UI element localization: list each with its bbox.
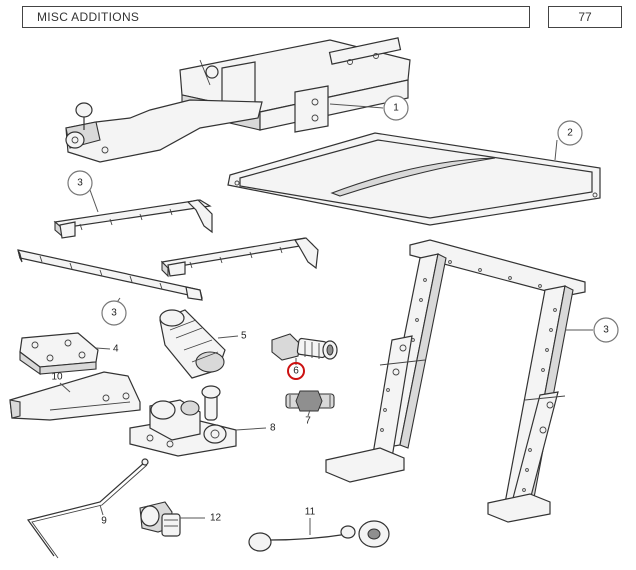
callout-3-lower: 3: [101, 300, 127, 326]
part-angle-bracket: [9, 371, 141, 421]
svg-text:8: 8: [270, 423, 276, 434]
svg-text:7: 7: [305, 416, 311, 427]
svg-text:5: 5: [241, 331, 247, 342]
callout-9: 9: [101, 516, 107, 527]
part-hitch-receiver: [65, 37, 411, 163]
callout-2: 2: [557, 120, 583, 146]
svg-text:10: 10: [51, 372, 63, 383]
callout-3-leg: 3: [593, 317, 619, 343]
callout-3-upper: 3: [67, 170, 93, 196]
part-rail-upper: [53, 199, 213, 239]
page-title: MISC ADDITIONS: [22, 6, 530, 28]
part-coupler: [159, 309, 226, 379]
svg-text:6: 6: [293, 366, 299, 377]
svg-text:11: 11: [305, 507, 316, 518]
callout-8: 8: [270, 423, 276, 434]
part-platform-tray: [227, 132, 601, 226]
callout-6: 6: [287, 362, 305, 380]
callout-10: 10: [51, 372, 63, 383]
part-bracket-plate: [19, 332, 99, 376]
svg-text:3: 3: [603, 325, 609, 336]
part-elbow-fitting: [139, 501, 181, 537]
part-lanyard-cap: [248, 520, 390, 552]
svg-text:9: 9: [101, 516, 107, 527]
svg-text:2: 2: [567, 128, 573, 139]
callout-4: 4: [113, 344, 119, 355]
svg-text:3: 3: [77, 178, 83, 189]
callout-7: 7: [305, 416, 311, 427]
callout-12: 12: [210, 513, 222, 524]
svg-text:4: 4: [113, 344, 119, 355]
leg-hole-row: [380, 260, 557, 492]
page-number: 77: [548, 6, 622, 28]
callout-5: 5: [241, 331, 247, 342]
svg-text:12: 12: [210, 513, 222, 524]
part-adapter-fitting: [271, 333, 338, 361]
svg-text:3: 3: [111, 308, 117, 319]
callout-1: 1: [383, 95, 409, 121]
highlight-circle: [287, 362, 305, 380]
part-rail-middle: [160, 237, 319, 278]
svg-text:1: 1: [393, 103, 399, 114]
part-rod: [26, 458, 149, 559]
part-rail-long: [17, 249, 203, 301]
callout-11: 11: [305, 507, 316, 518]
part-valve-block: [129, 385, 237, 457]
part-leg-stand: [325, 239, 586, 523]
part-union-fitting: [285, 390, 335, 412]
